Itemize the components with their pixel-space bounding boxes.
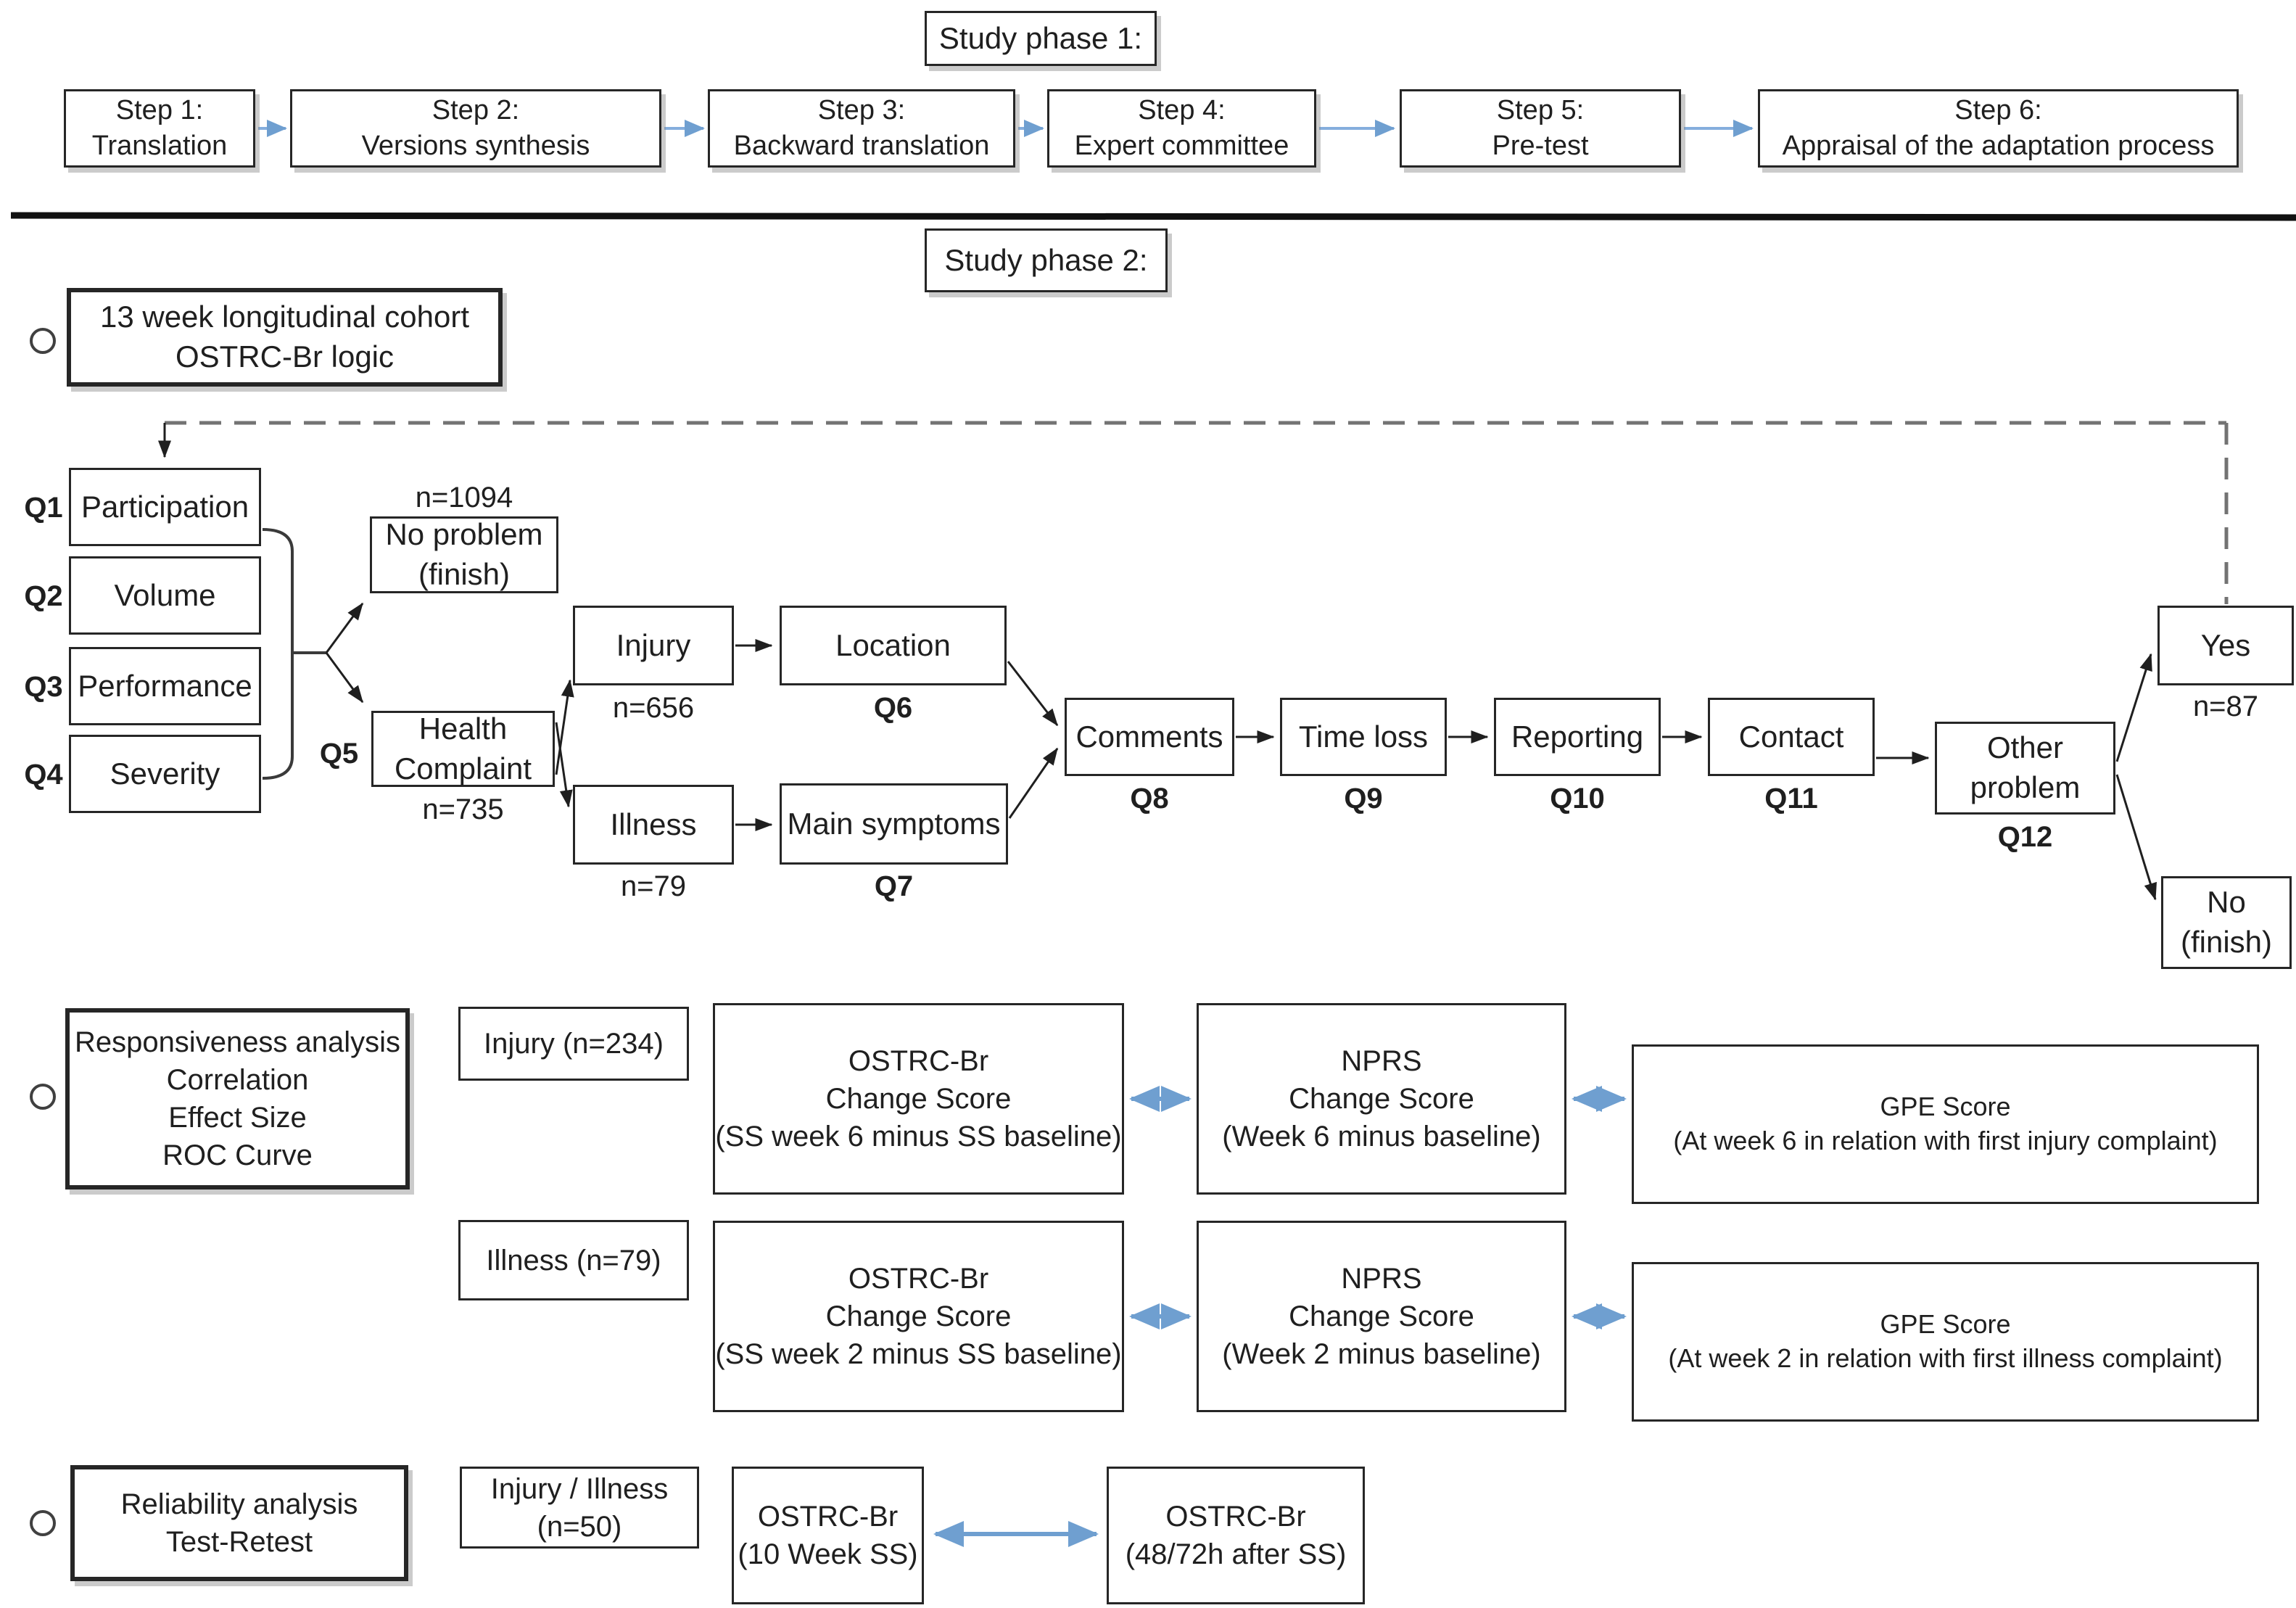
q3-label: Q3 (24, 671, 63, 703)
responsiveness-row2-gpe-box: GPE Score (At week 2 in relation with fi… (1632, 1262, 2259, 1422)
q9-label: Q9 (1344, 783, 1383, 815)
arrow-hc-to-injury (555, 679, 574, 775)
n-yes-label: n=87 (2192, 690, 2259, 722)
reporting-box: Reporting (1494, 698, 1661, 776)
arrow-hc-to-illness (555, 722, 573, 808)
arrow-otherproblem-to-no (2115, 774, 2157, 901)
arrow-otherproblem-to-yes (2115, 653, 2152, 762)
bullet-reliability-icon (30, 1510, 56, 1536)
reliability-test-box: OSTRC-Br (10 Week SS) (732, 1467, 924, 1604)
responsiveness-row1-group-box: Injury (n=234) (458, 1007, 689, 1081)
step-5-box: Step 5: Pre-test (1400, 89, 1681, 168)
main-symptoms-box: Main symptoms (780, 783, 1008, 865)
q5-branch-arrows (325, 602, 364, 704)
bullet-cohort-icon (30, 328, 56, 354)
n-health-complaint-label: n=735 (422, 793, 504, 825)
phase-divider-line (10, 212, 2296, 221)
responsiveness-row1-ostrc-box: OSTRC-Br Change Score (SS week 6 minus S… (713, 1003, 1124, 1195)
bracket-curve (262, 528, 294, 780)
reliability-group-box: Injury / Illness (n=50) (460, 1467, 699, 1549)
q4-label: Q4 (24, 759, 63, 791)
time-loss-box: Time loss (1280, 698, 1447, 776)
n-illness-label: n=79 (620, 870, 687, 902)
q6-label: Q6 (873, 692, 913, 724)
arrow-location-to-comments (1007, 661, 1059, 727)
step-4-box: Step 4: Expert committee (1047, 89, 1316, 168)
comparison-double-arrows (933, 1086, 1627, 1547)
comments-box: Comments (1065, 698, 1234, 776)
phase2-title-box: Study phase 2: (925, 228, 1168, 292)
no-problem-box: No problem (finish) (370, 516, 558, 593)
health-complaint-branch-arrows (555, 679, 574, 808)
q7-label: Q7 (874, 870, 914, 902)
health-complaint-box: Health Complaint (371, 711, 555, 787)
responsiveness-row2-nprs-box: NPRS Change Score (Week 2 minus baseline… (1197, 1221, 1566, 1412)
main-flow-arrows (735, 639, 2157, 901)
responsiveness-row2-ostrc-box: OSTRC-Br Change Score (SS week 2 minus S… (713, 1221, 1124, 1412)
section-bullets (30, 328, 56, 1536)
step-2-box: Step 2: Versions synthesis (290, 89, 661, 168)
q1-q4-bracket (262, 528, 326, 780)
q5-label: Q5 (319, 738, 359, 770)
step-3-box: Step 3: Backward translation (708, 89, 1015, 168)
reliability-retest-box: OSTRC-Br (48/72h after SS) (1107, 1467, 1365, 1604)
no-finish-box: No (finish) (2161, 876, 2292, 969)
severity-box: Severity (69, 735, 261, 813)
phase1-title-box: Study phase 1: (925, 11, 1157, 66)
contact-box: Contact (1708, 698, 1875, 776)
q2-label: Q2 (24, 580, 63, 612)
volume-box: Volume (69, 556, 261, 635)
responsiveness-row1-nprs-box: NPRS Change Score (Week 6 minus baseline… (1197, 1003, 1566, 1195)
yes-box: Yes (2157, 606, 2294, 685)
step-1-box: Step 1: Translation (64, 89, 255, 168)
n-injury-label: n=656 (612, 692, 695, 724)
q8-label: Q8 (1130, 783, 1169, 815)
arrow-branch-to-no-problem (325, 602, 364, 653)
arrow-branch-to-health-complaint (325, 652, 364, 704)
responsiveness-label-box: Responsiveness analysis Correlation Effe… (65, 1008, 410, 1189)
n-no-problem-label: n=1094 (415, 482, 513, 514)
bullet-responsiveness-icon (30, 1084, 56, 1110)
location-box: Location (780, 606, 1007, 685)
illness-box: Illness (573, 785, 734, 865)
participation-box: Participation (69, 468, 261, 546)
other-problem-box: Other problem (1935, 722, 2115, 815)
arrow-symptoms-to-comments (1008, 747, 1059, 819)
step-6-box: Step 6: Appraisal of the adaptation proc… (1758, 89, 2239, 168)
feedback-dashed-loop (165, 421, 2229, 604)
reliability-label-box: Reliability analysis Test-Retest (70, 1465, 408, 1581)
injury-box: Injury (573, 606, 734, 685)
q12-label: Q12 (1997, 821, 2053, 853)
performance-box: Performance (69, 647, 261, 725)
responsiveness-row2-group-box: Illness (n=79) (458, 1220, 689, 1300)
q11-label: Q11 (1764, 783, 1818, 815)
q10-label: Q10 (1550, 783, 1605, 815)
q1-label: Q1 (24, 492, 63, 524)
responsiveness-row1-gpe-box: GPE Score (At week 6 in relation with fi… (1632, 1044, 2259, 1204)
cohort-label-box: 13 week longitudinal cohort OSTRC-Br log… (67, 288, 503, 387)
